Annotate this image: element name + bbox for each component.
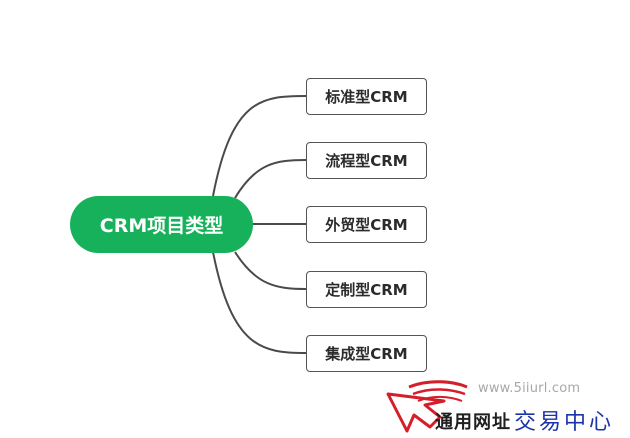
center-node-label: CRM项目类型 xyxy=(99,215,224,237)
watermark-url: www.5iiurl.com xyxy=(478,381,581,396)
branch-label: 集成型CRM xyxy=(325,345,408,363)
branch-node-integrated: 集成型CRM xyxy=(306,335,427,372)
branch-node-standard: 标准型CRM xyxy=(306,78,427,115)
connector-to-branch-5 xyxy=(212,251,307,354)
watermark-text-secondary: 交易中心 xyxy=(514,410,615,435)
branch-node-foreign-trade: 外贸型CRM xyxy=(306,206,427,243)
watermark: www.5iiurl.com 通用网址 交易中心 xyxy=(383,377,623,435)
center-node: CRM项目类型 xyxy=(70,196,253,253)
branch-label: 外贸型CRM xyxy=(325,216,408,234)
branch-node-process: 流程型CRM xyxy=(306,142,427,179)
watermark-logo-icon xyxy=(386,380,468,433)
connector-to-branch-1 xyxy=(212,95,307,197)
watermark-text-primary: 通用网址 xyxy=(435,412,511,433)
branch-label: 定制型CRM xyxy=(325,281,408,299)
connector-to-branch-2 xyxy=(234,159,307,199)
connector-to-branch-4 xyxy=(234,251,307,290)
branch-label: 标准型CRM xyxy=(325,88,408,106)
branch-node-custom: 定制型CRM xyxy=(306,271,427,308)
branch-label: 流程型CRM xyxy=(325,152,408,170)
